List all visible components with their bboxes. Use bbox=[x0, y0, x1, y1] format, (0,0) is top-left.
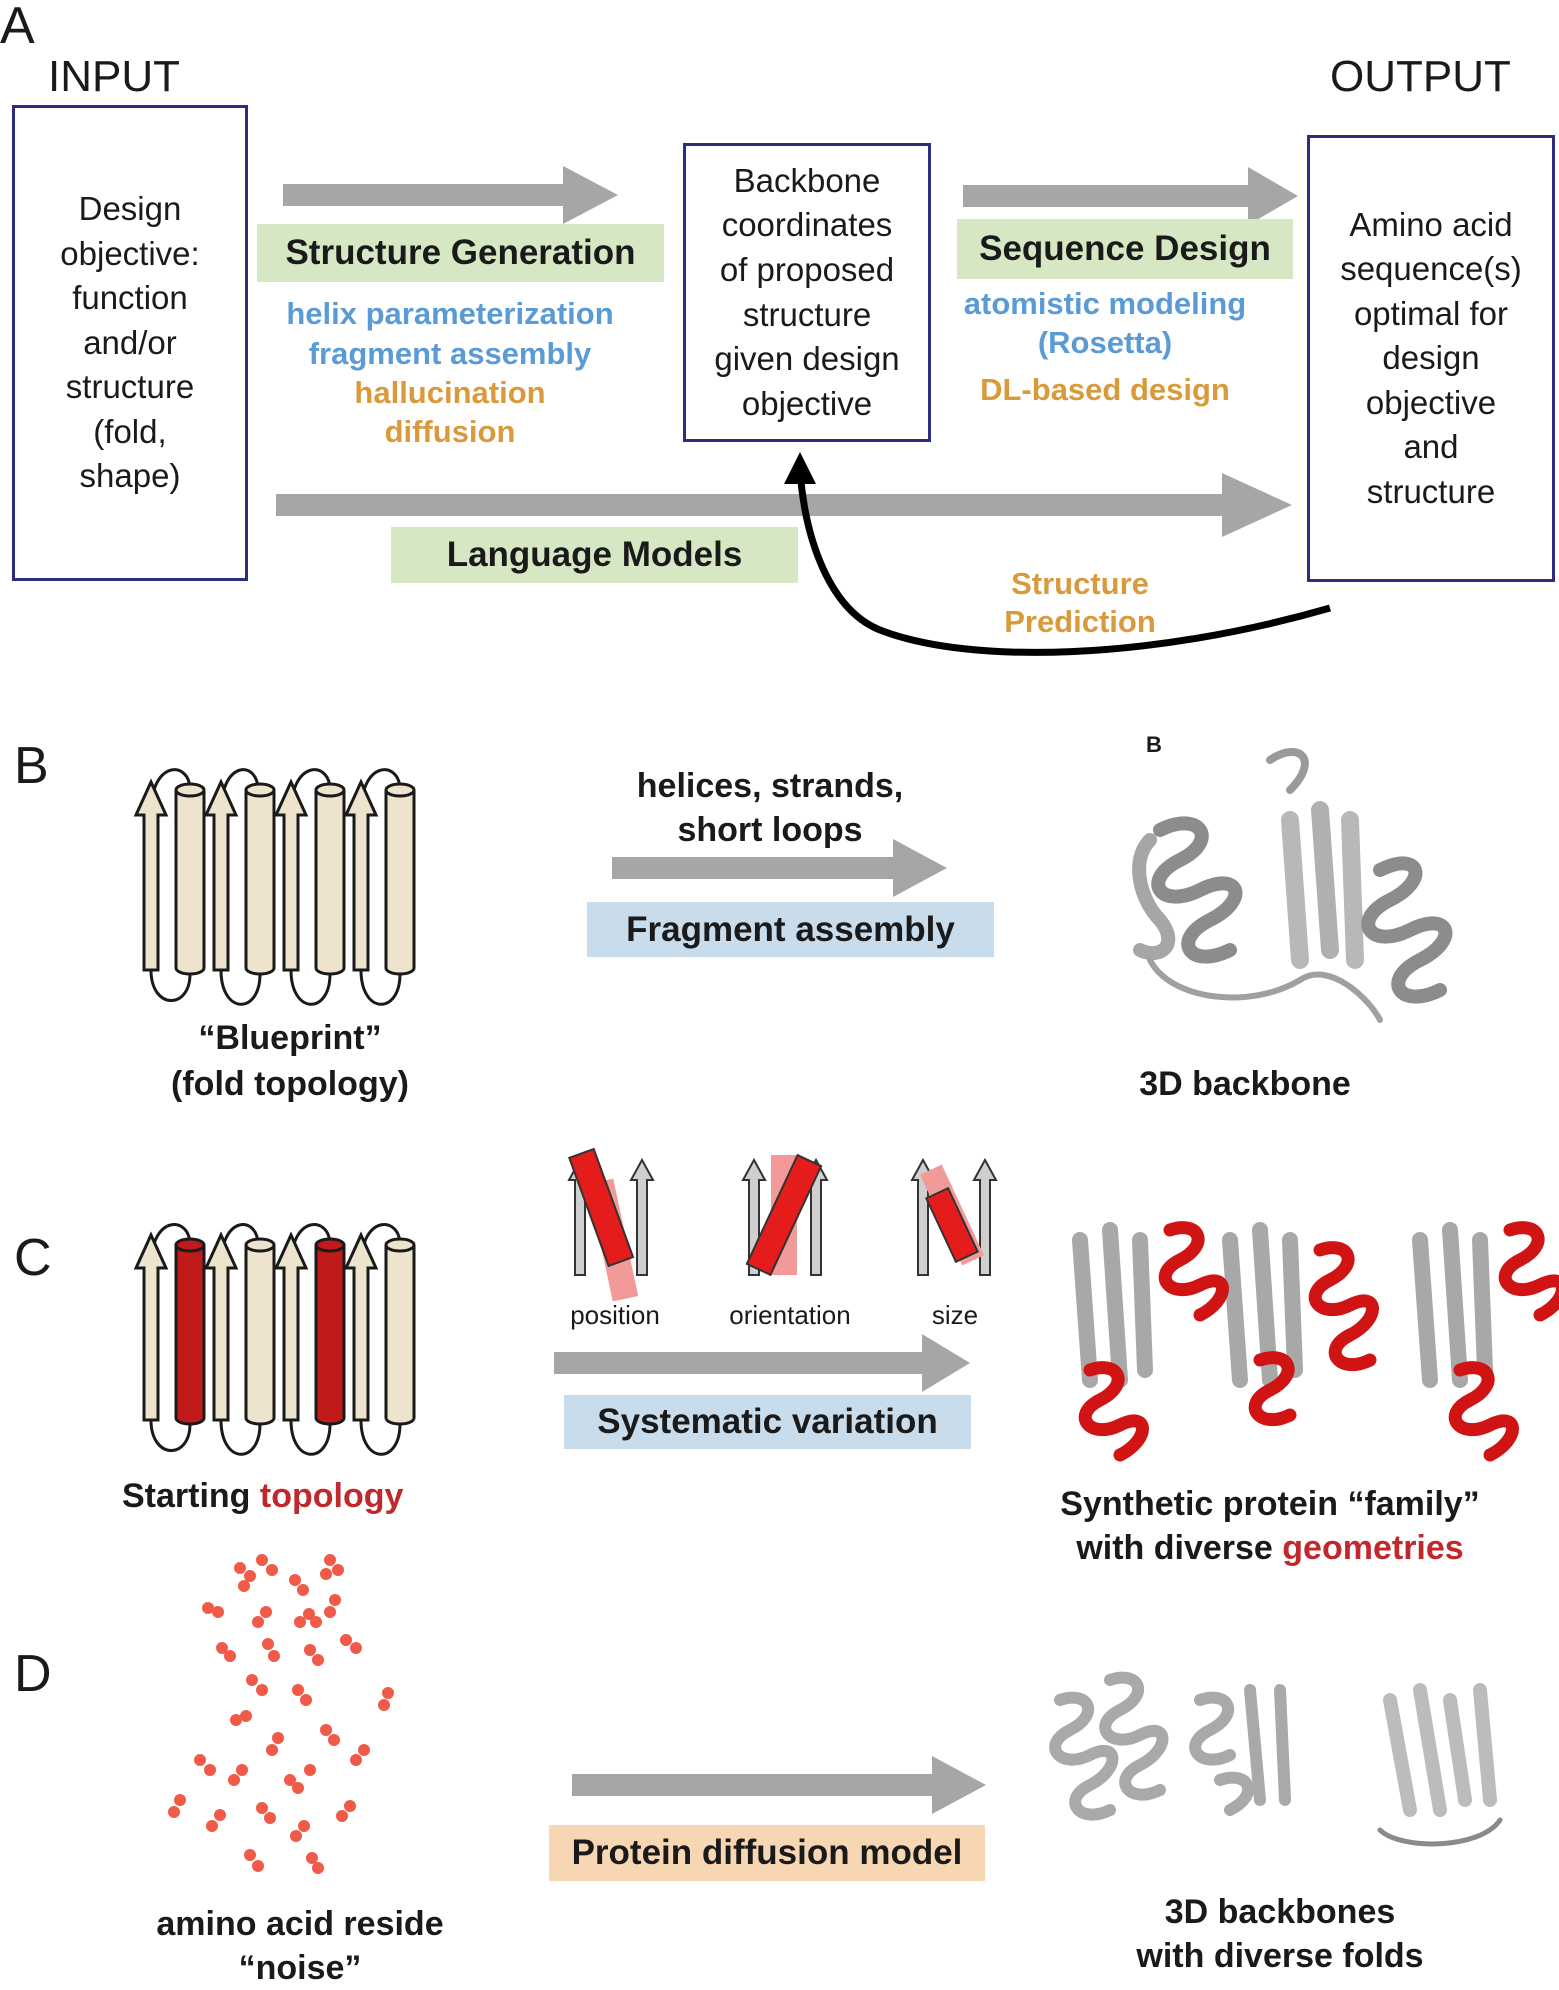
arrow-sequence-design bbox=[963, 167, 1298, 225]
panel-b-letter: B bbox=[14, 737, 49, 795]
variation-size-label: size bbox=[931, 1300, 979, 1330]
family-caption-line2-black: with diverse bbox=[1076, 1529, 1283, 1567]
diverse-folds-ribbons bbox=[1049, 1671, 1503, 1847]
noise-residues bbox=[168, 1554, 394, 1874]
backbone-ribbon-b bbox=[1132, 747, 1453, 1023]
method-fragment-assembly: fragment assembly bbox=[308, 336, 592, 371]
noise-caption-line1: amino acid reside bbox=[156, 1905, 444, 1943]
input-line: Design bbox=[78, 190, 182, 228]
sequence-design-label: Sequence Design bbox=[957, 219, 1293, 279]
diverse-folds-caption-line2: with diverse folds bbox=[1136, 1937, 1424, 1975]
panel-a-letter: A bbox=[0, 0, 35, 55]
backbone-box: Backbone coordinates of proposed structu… bbox=[683, 143, 931, 442]
protein-diffusion-label: Protein diffusion model bbox=[549, 1825, 985, 1881]
variation-orientation-icon bbox=[741, 1153, 829, 1277]
output-title: OUTPUT bbox=[1330, 52, 1511, 101]
input-line: objective: bbox=[60, 234, 200, 272]
diverse-folds-caption-line1: 3D backbones bbox=[1164, 1893, 1396, 1931]
method-helix-parameterization: helix parameterization bbox=[286, 296, 614, 331]
blueprint-caption-line1: “Blueprint” bbox=[198, 1019, 382, 1057]
structure-prediction-label-line2: Prediction bbox=[1004, 604, 1156, 639]
starting-topology-caption: Starting topology bbox=[122, 1474, 403, 1518]
variation-orientation-label: orientation bbox=[729, 1300, 851, 1330]
method-dl-based-design: DL-based design bbox=[980, 372, 1230, 407]
variation-position-icon bbox=[567, 1147, 655, 1302]
output-line: structure bbox=[1366, 472, 1496, 510]
arrow-systematic-variation bbox=[554, 1334, 970, 1392]
starting-topology bbox=[133, 1223, 416, 1456]
output-line: Amino acid bbox=[1349, 205, 1513, 243]
structure-prediction-label-line1: Structure bbox=[1011, 566, 1149, 601]
backbone-line: Backbone bbox=[733, 161, 881, 199]
structure-generation-label: Structure Generation bbox=[257, 224, 664, 282]
fragment-assembly-label: Fragment assembly bbox=[587, 902, 994, 957]
input-title: INPUT bbox=[48, 52, 180, 101]
panel-c-letter: C bbox=[14, 1229, 52, 1287]
variation-position-label: position bbox=[570, 1300, 660, 1330]
family-caption-line2-red: geometries bbox=[1282, 1529, 1464, 1567]
fragment-types-line2: short loops bbox=[677, 811, 863, 849]
language-models-label: Language Models bbox=[391, 527, 798, 583]
starting-topology-caption-red: topology bbox=[259, 1477, 404, 1515]
systematic-variation-label: Systematic variation bbox=[564, 1395, 971, 1449]
input-line: function bbox=[72, 279, 188, 317]
family-caption-line2: with diverse geometries bbox=[1000, 1526, 1540, 1570]
backbone-line: objective bbox=[741, 384, 873, 422]
input-line: shape) bbox=[79, 457, 181, 495]
backbone-caption: 3D backbone bbox=[1139, 1065, 1351, 1103]
output-box: Amino acid sequence(s) optimal for desig… bbox=[1307, 135, 1555, 582]
fragment-types-line1: helices, strands, bbox=[636, 767, 904, 805]
backbone-line: given design bbox=[714, 340, 900, 378]
method-diffusion: diffusion bbox=[384, 414, 516, 449]
method-hallucination: hallucination bbox=[354, 375, 546, 410]
backbone-line: structure bbox=[742, 295, 872, 333]
output-line: and bbox=[1403, 428, 1459, 466]
variation-size-icon bbox=[910, 1157, 998, 1276]
output-line: optimal for bbox=[1353, 294, 1509, 332]
family-caption-line1: Synthetic protein “family” bbox=[1060, 1485, 1480, 1523]
blueprint-topology bbox=[133, 768, 416, 1006]
starting-topology-caption-black: Starting bbox=[122, 1477, 260, 1515]
backbone-line: of proposed bbox=[719, 250, 895, 288]
blueprint-caption-line2: (fold topology) bbox=[171, 1065, 409, 1103]
arrow-structure-prediction bbox=[796, 469, 1331, 656]
backbone-line: coordinates bbox=[721, 206, 893, 244]
panel-d-letter: D bbox=[14, 1645, 52, 1703]
input-box: Design objective: function and/or struct… bbox=[12, 105, 248, 581]
protein-family-ribbons bbox=[1072, 1221, 1559, 1462]
arrow-structure-generation bbox=[283, 166, 618, 224]
arrow-structure-prediction-head bbox=[784, 452, 816, 484]
method-atomistic-modeling: atomistic modeling bbox=[963, 286, 1247, 321]
noise-caption-line2: “noise” bbox=[238, 1949, 362, 1987]
output-line: design bbox=[1382, 339, 1480, 377]
input-line: and/or bbox=[83, 323, 177, 361]
output-line: sequence(s) bbox=[1340, 250, 1522, 288]
input-line: (fold, bbox=[93, 412, 167, 450]
arrow-fragment-assembly bbox=[612, 839, 947, 897]
structure-b-tag: B bbox=[1146, 732, 1162, 757]
output-line: objective bbox=[1365, 383, 1497, 421]
arrow-language-models bbox=[276, 473, 1292, 537]
input-line: structure bbox=[65, 368, 195, 406]
method-rosetta: (Rosetta) bbox=[1037, 325, 1173, 360]
arrow-protein-diffusion bbox=[572, 1756, 986, 1814]
